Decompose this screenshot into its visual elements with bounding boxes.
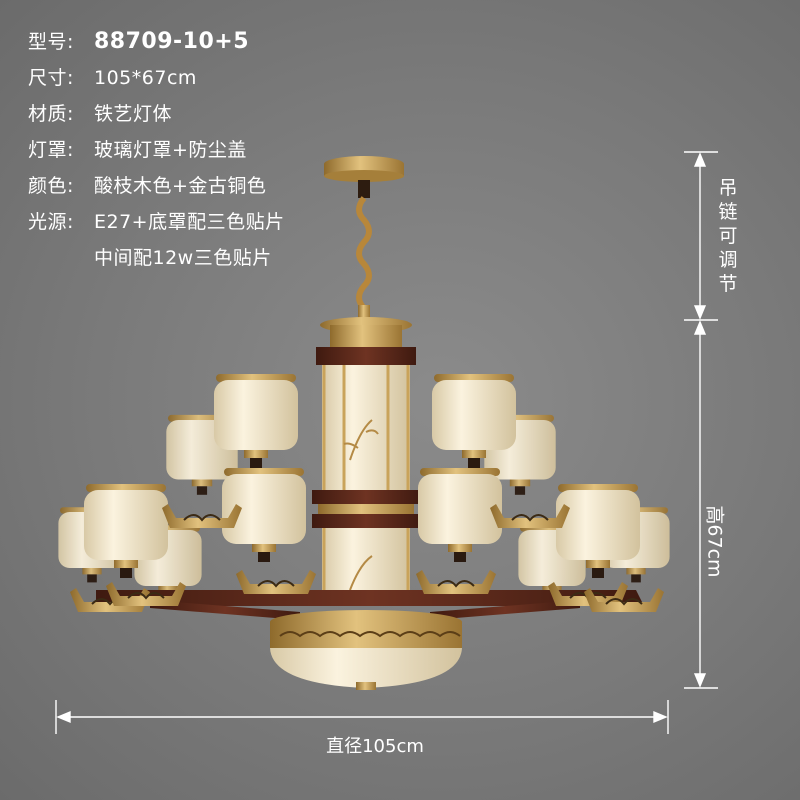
spec-size: 尺寸: 105*67cm bbox=[28, 60, 285, 96]
spec-value: 玻璃灯罩+防尘盖 bbox=[94, 139, 247, 161]
spec-light-source: 光源: E27+底罩配三色贴片 bbox=[28, 204, 285, 240]
spec-value: 铁艺灯体 bbox=[94, 103, 173, 125]
spec-value: 105*67cm bbox=[94, 67, 197, 89]
spec-value: 中间配12w三色贴片 bbox=[94, 247, 272, 269]
spec-label: 颜色: bbox=[28, 175, 74, 197]
spec-model: 型号: 88709-10+5 bbox=[28, 24, 285, 60]
spec-label: 尺寸: bbox=[28, 67, 74, 89]
spec-label: 光源: bbox=[28, 211, 74, 233]
diameter-label: 直径105cm bbox=[326, 736, 424, 757]
spec-material: 材质: 铁艺灯体 bbox=[28, 96, 285, 132]
chain-adjustable-label: 吊链可调节 bbox=[718, 177, 738, 295]
dimension-lines bbox=[55, 151, 718, 734]
spec-value: 88709-10+5 bbox=[94, 29, 250, 54]
spec-label: 型号: bbox=[28, 31, 74, 53]
spec-shade: 灯罩: 玻璃灯罩+防尘盖 bbox=[28, 132, 285, 168]
height-label: 高67cm bbox=[703, 505, 726, 578]
spec-color: 颜色: 酸枝木色+金古铜色 bbox=[28, 168, 285, 204]
spec-value: E27+底罩配三色贴片 bbox=[94, 211, 285, 233]
spec-light-source-extra: 中间配12w三色贴片 bbox=[28, 240, 285, 276]
spec-label: 灯罩: bbox=[28, 139, 74, 161]
spec-list: 型号: 88709-10+5 尺寸: 105*67cm 材质: 铁艺灯体 灯罩: 玻璃灯… bbox=[28, 24, 285, 276]
spec-label: 材质: bbox=[28, 103, 74, 125]
spec-value: 酸枝木色+金古铜色 bbox=[94, 175, 267, 197]
